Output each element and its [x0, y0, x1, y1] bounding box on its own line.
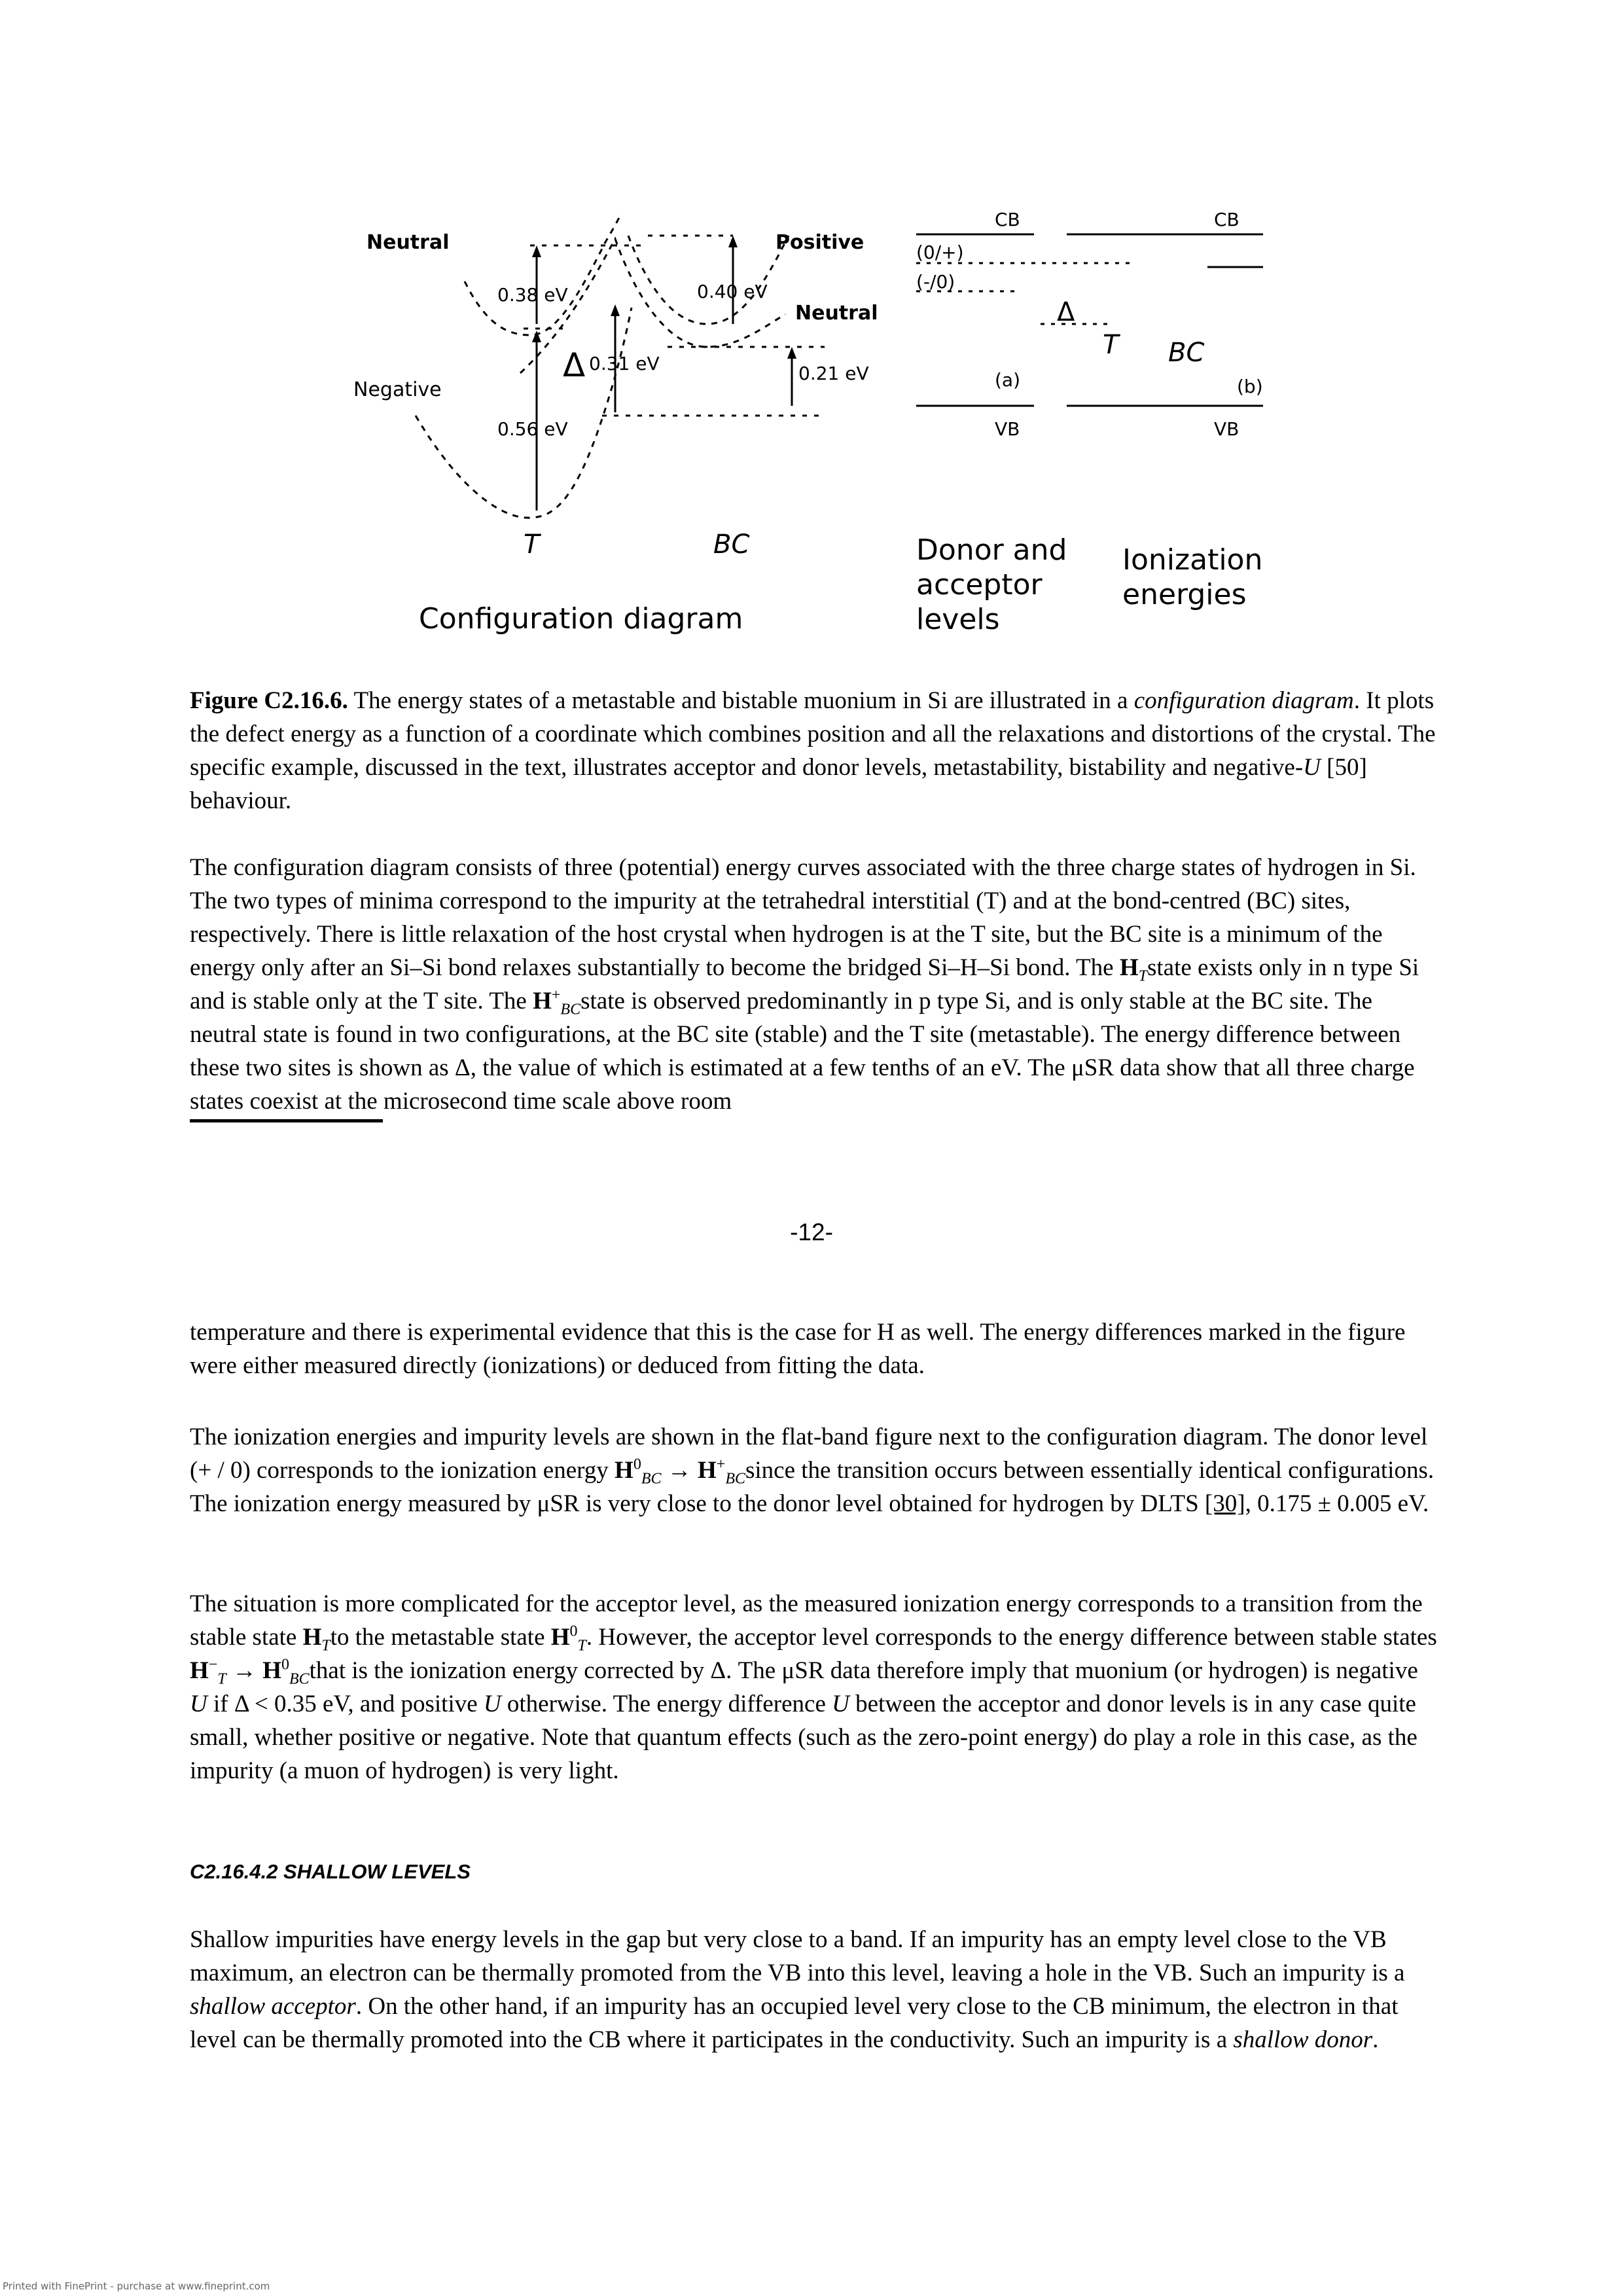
label-site-bc: BC [713, 529, 749, 560]
paragraph-text: , 0.175 ± 0.005 eV. [1245, 1490, 1429, 1517]
label-levels-bc: BC [1168, 338, 1204, 368]
section-heading: C2.16.4.2 SHALLOW LEVELS [190, 1860, 471, 1883]
figure-c2-16-6: Neutral Negative Positive Neutral 0.38 e… [340, 190, 1283, 661]
subscript: BC [560, 1001, 581, 1018]
subscript: T [1138, 967, 1147, 985]
paragraph-text: . [1372, 2026, 1379, 2053]
paragraph-text: The configuration diagram consists of th… [190, 854, 1416, 981]
hydrogen-symbol: H [615, 1457, 633, 1484]
superscript: − [208, 1656, 218, 1674]
label-levels-t: T [1103, 330, 1121, 360]
paragraph-text: . However, the acceptor level correspond… [586, 1624, 1437, 1651]
hydrogen-symbol: H [190, 1657, 209, 1684]
paragraph-text: temperature and there is experimental ev… [190, 1319, 1406, 1379]
subscript: T [217, 1670, 226, 1688]
hydrogen-symbol: H [302, 1624, 322, 1651]
subscript: BC [289, 1670, 310, 1688]
hydrogen-symbol: H [697, 1457, 717, 1484]
label-0-21-ev: 0.21 eV [798, 363, 869, 384]
superscript: 0 [281, 1656, 289, 1674]
label-vb-b: VB [1214, 418, 1239, 440]
superscript: + [551, 986, 561, 1004]
label-delta-levels: Δ [1057, 297, 1075, 327]
subscript: T [577, 1637, 586, 1655]
hydrogen-symbol: H [533, 988, 552, 1014]
paragraph-text: The ionization energies and impurity lev… [190, 1424, 1428, 1484]
caption-label: Figure C2.16.6. [190, 687, 348, 714]
subscript: BC [641, 1470, 662, 1488]
arrow-symbol: → [661, 1457, 698, 1484]
hydrogen-symbol: H [262, 1657, 281, 1684]
donor-acceptor-title-2: acceptor [916, 568, 1043, 601]
donor-acceptor-title-1: Donor and [916, 533, 1067, 567]
paragraph-text: since the transition occurs between esse… [190, 1457, 1435, 1517]
paragraph-text: Shallow impurities have energy levels in… [190, 1926, 1405, 1986]
footnote-divider [190, 1119, 383, 1122]
label-a: (a) [995, 369, 1020, 391]
italic-u: U [483, 1691, 501, 1717]
neutral-bc-curve [519, 236, 786, 374]
label-negative: Negative [353, 378, 442, 401]
caption-italic-term: configuration diagram [1133, 687, 1354, 714]
label-acceptor-level: (-/0) [916, 271, 955, 293]
superscript: 0 [633, 1456, 641, 1473]
paragraph-temperature: temperature and there is experimental ev… [190, 1316, 1440, 1382]
donor-acceptor-title-3: levels [916, 603, 1000, 636]
label-0-38-ev: 0.38 eV [497, 284, 568, 306]
paragraph-text: state exists only in n type Si and is st… [190, 954, 1419, 1014]
label-neutral-right: Neutral [795, 302, 878, 325]
paragraph-text: to the metastable state [330, 1624, 551, 1651]
label-b: (b) [1237, 376, 1263, 397]
paragraph-ionization: The ionization energies and impurity lev… [190, 1420, 1440, 1520]
paragraph-text: The situation is more complicated for th… [190, 1590, 1423, 1651]
caption-text: [50] behaviour. [190, 754, 1367, 814]
paragraph-acceptor: The situation is more complicated for th… [190, 1587, 1440, 1787]
neutral-t-curve [463, 212, 623, 336]
label-positive: Positive [776, 231, 864, 254]
caption-italic-u: U [1303, 754, 1321, 781]
ionization-title-1: Ionization [1122, 543, 1262, 577]
positive-curve [627, 235, 790, 325]
italic-u: U [832, 1691, 849, 1717]
hydrogen-symbol: H [550, 1624, 570, 1651]
caption-text: . It plots the defect energy as a functi… [190, 687, 1436, 781]
hydrogen-symbol: H [1119, 954, 1139, 981]
figure-graphic: Neutral Negative Positive Neutral 0.38 e… [353, 209, 1263, 636]
paragraph-text: . On the other hand, if an impurity has … [190, 1993, 1399, 2053]
paragraph-shallow-levels: Shallow impurities have energy levels in… [190, 1923, 1440, 2056]
label-vb-a: VB [995, 418, 1020, 440]
superscript: + [716, 1456, 726, 1473]
paragraph-configuration: The configuration diagram consists of th… [190, 851, 1440, 1118]
label-donor-level: (0/+) [916, 242, 964, 263]
reference-link[interactable]: [30] [1204, 1490, 1245, 1517]
italic-term: shallow donor [1233, 2026, 1373, 2053]
printer-footer-note: Printed with FinePrint - purchase at www… [3, 2280, 270, 2292]
label-0-31-ev: 0.31 eV [589, 353, 660, 374]
label-site-t: T [524, 529, 542, 560]
subscript: T [321, 1637, 330, 1655]
superscript: 0 [569, 1623, 578, 1640]
label-0-56-ev: 0.56 eV [497, 418, 568, 440]
caption-text: The energy states of a metastable and bi… [348, 687, 1134, 714]
label-delta: Δ [563, 346, 585, 384]
italic-u: U [190, 1691, 207, 1717]
config-diagram-title: Configuration diagram [419, 602, 743, 636]
paragraph-text: that is the ionization energy corrected … [309, 1657, 1418, 1684]
ionization-title-2: energies [1122, 578, 1247, 611]
label-neutral-left: Neutral [366, 231, 449, 254]
label-cb-b: CB [1214, 209, 1240, 230]
negative-curve [414, 307, 633, 519]
paragraph-text: between the acceptor and donor levels is… [190, 1691, 1418, 1784]
subscript: BC [725, 1470, 745, 1488]
figure-caption: Figure C2.16.6. The energy states of a m… [190, 684, 1440, 817]
paragraph-text: otherwise. The energy difference [501, 1691, 832, 1717]
paragraph-text: state is observed predominantly in p typ… [190, 988, 1415, 1115]
arrow-symbol: → [226, 1657, 263, 1684]
paragraph-text: if Δ < 0.35 eV, and positive [207, 1691, 484, 1717]
label-cb-a: CB [995, 209, 1020, 230]
label-0-40-ev: 0.40 eV [697, 281, 768, 302]
page-number: -12- [790, 1219, 833, 1246]
italic-term: shallow acceptor [190, 1993, 356, 2020]
